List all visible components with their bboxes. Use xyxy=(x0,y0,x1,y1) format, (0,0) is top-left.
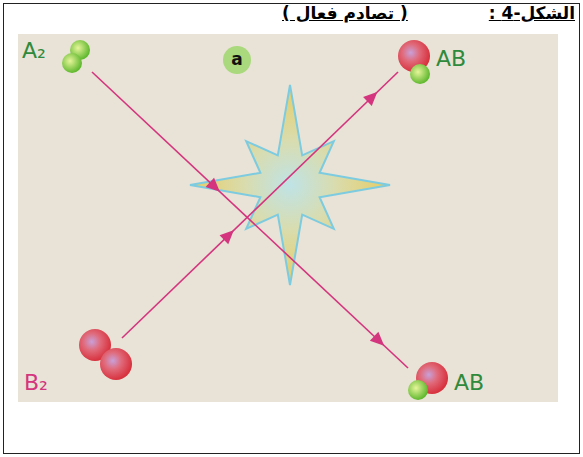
outer-frame xyxy=(4,4,580,454)
arrowhead xyxy=(221,232,232,243)
atom-b xyxy=(100,348,132,380)
path-arrows xyxy=(92,72,408,368)
collision-star xyxy=(190,85,390,285)
photo-ground xyxy=(18,34,558,402)
atom-a xyxy=(408,380,428,400)
letter-badge xyxy=(223,46,251,74)
molecule-label: AB xyxy=(454,370,484,395)
figure-title: الشكل-4 : xyxy=(489,3,575,23)
panel-letter: a xyxy=(223,46,251,74)
atom-a xyxy=(62,53,82,73)
molecule-label: A₂ xyxy=(22,38,46,63)
arrowhead xyxy=(365,93,376,104)
arrowhead xyxy=(371,333,382,344)
molecule-label: AB xyxy=(436,46,466,71)
figure-subtitle: ( تصادم فعال ) xyxy=(282,3,408,23)
molecule-label: B₂ xyxy=(24,370,48,395)
path-line xyxy=(122,72,398,338)
arrowhead xyxy=(207,179,218,190)
path-line xyxy=(92,72,408,368)
atom-a xyxy=(410,64,430,84)
